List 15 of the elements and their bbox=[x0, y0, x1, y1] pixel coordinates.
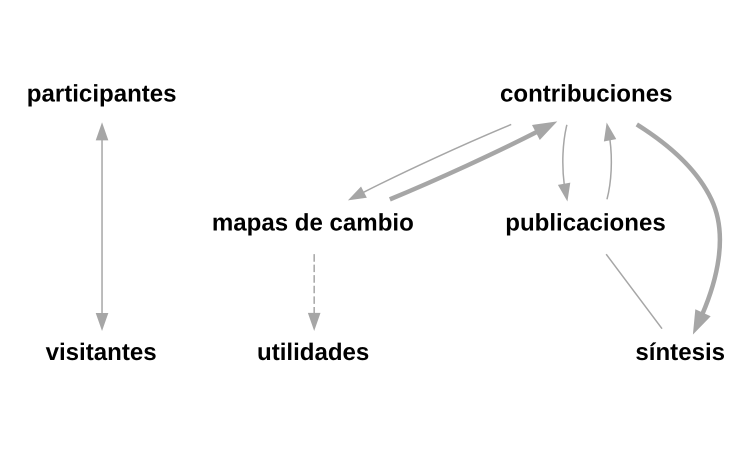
arrow bbox=[96, 122, 108, 331]
node-text: contribuciones bbox=[500, 80, 672, 107]
connector bbox=[606, 253, 663, 329]
node-text: participantes bbox=[26, 80, 177, 107]
node-text: utilidades bbox=[257, 338, 370, 366]
arrow bbox=[604, 122, 616, 199]
arrow bbox=[308, 254, 321, 330]
node-text: mapas de cambio bbox=[212, 209, 414, 236]
arrow bbox=[558, 124, 570, 201]
node-text: visitantes bbox=[46, 338, 157, 366]
node-text: publicaciones bbox=[505, 209, 666, 236]
arrow bbox=[636, 122, 722, 334]
arrow bbox=[348, 123, 512, 200]
arrow bbox=[388, 120, 558, 201]
node-text: síntesis bbox=[635, 338, 726, 366]
